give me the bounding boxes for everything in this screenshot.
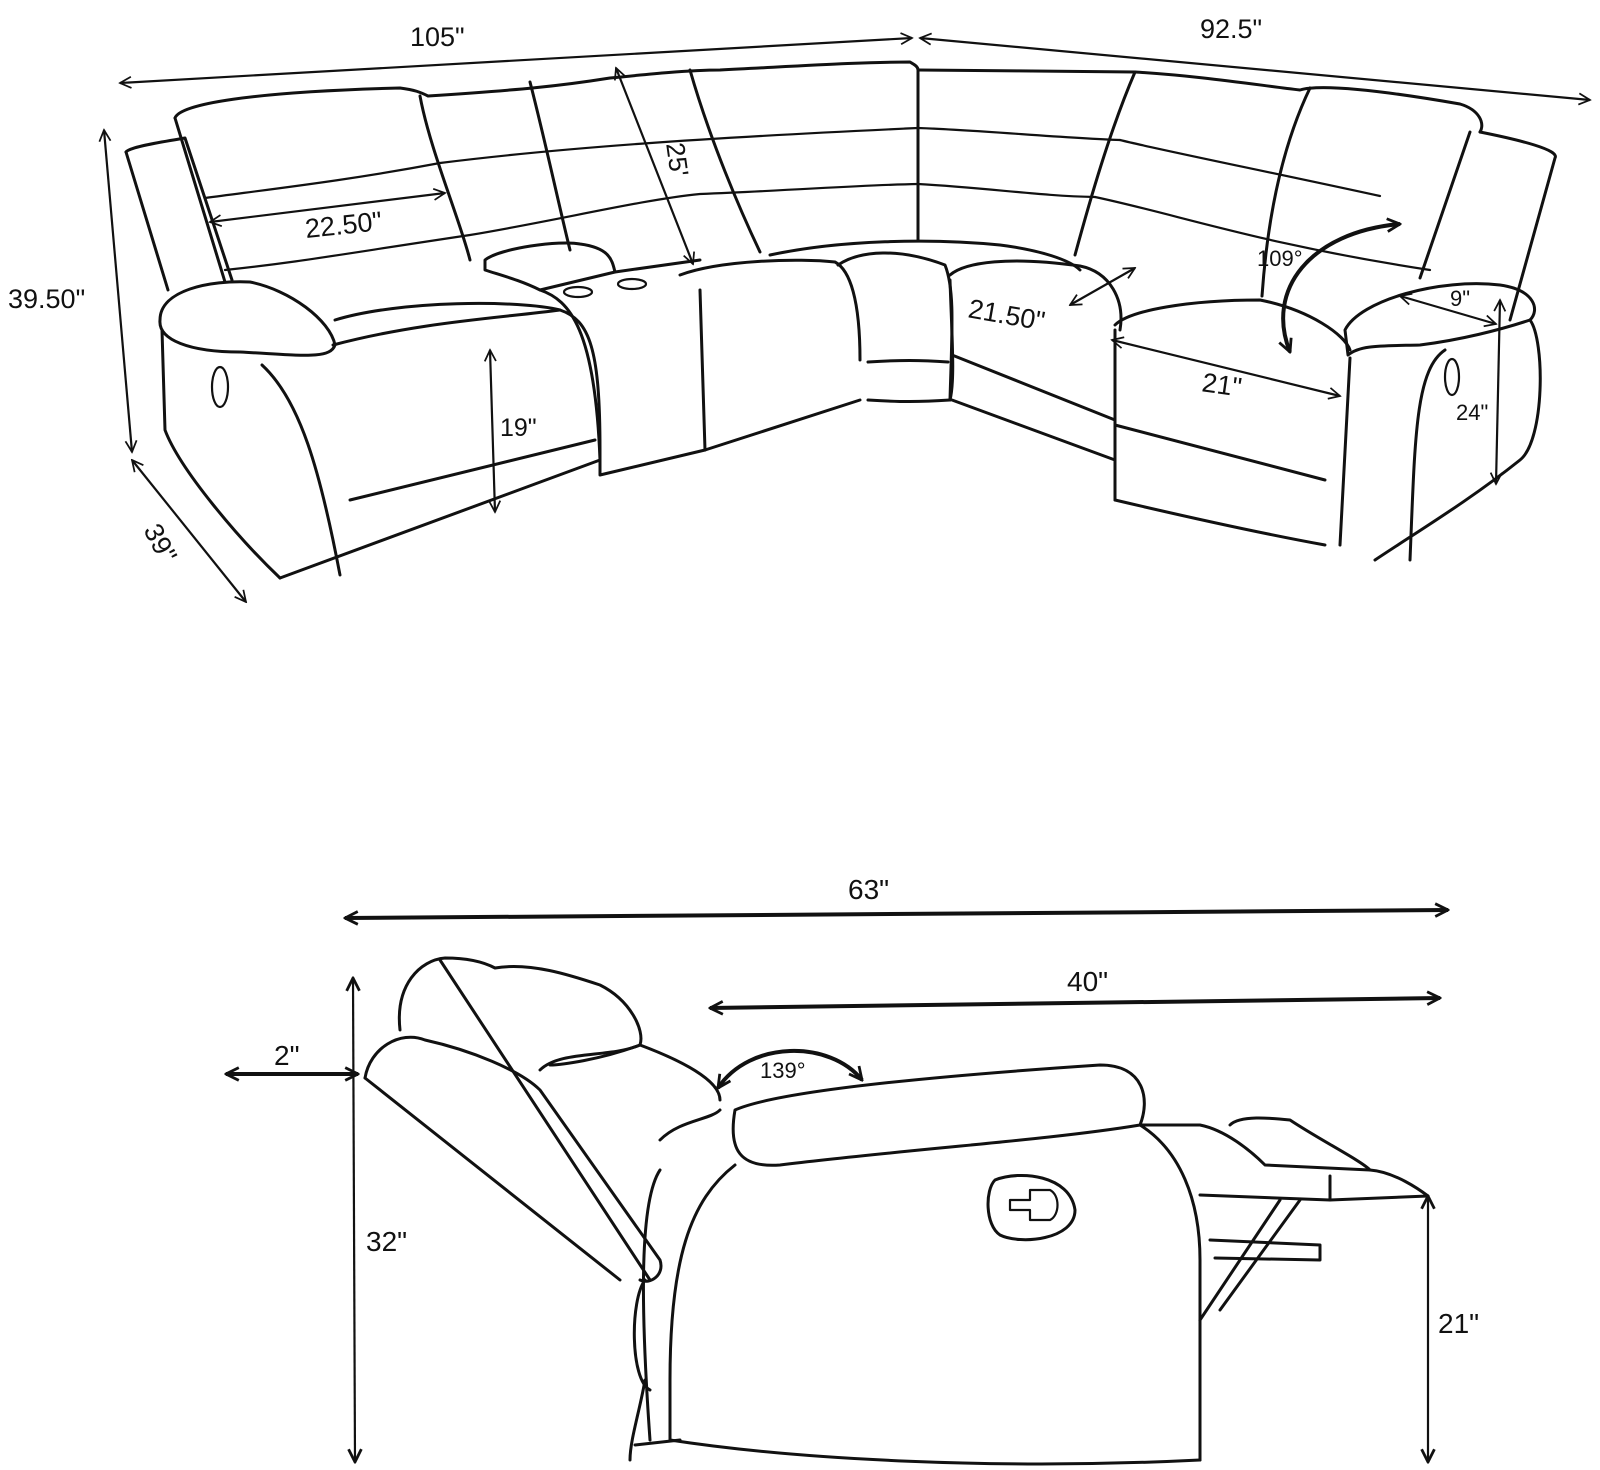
label-back-height: 25' [660, 140, 695, 179]
label-footrest-height: 21" [1438, 1308, 1480, 1339]
label-footrest-extension: 40" [1067, 966, 1109, 997]
label-arm-width: 9" [1450, 286, 1471, 311]
label-right-width: 92.5" [1200, 14, 1263, 44]
label-seat-width-right: 21" [1200, 367, 1244, 403]
label-overall-height: 39.50" [8, 284, 86, 314]
recliner-dimension-lines [226, 910, 1448, 1462]
label-recline-angle-side: 139° [760, 1058, 806, 1083]
label-recline-angle-sectional: 109° [1257, 246, 1303, 271]
recliner-outline [363, 956, 1430, 1466]
label-seat-height: 19" [500, 414, 537, 442]
label-reclined-length: 63" [848, 874, 890, 905]
label-wall-clearance: 2" [274, 1040, 300, 1071]
label-arm-height: 24" [1456, 400, 1489, 425]
label-left-width: 105" [410, 22, 465, 52]
sectional-outline [124, 60, 1557, 580]
label-reclined-height: 32" [366, 1226, 408, 1257]
